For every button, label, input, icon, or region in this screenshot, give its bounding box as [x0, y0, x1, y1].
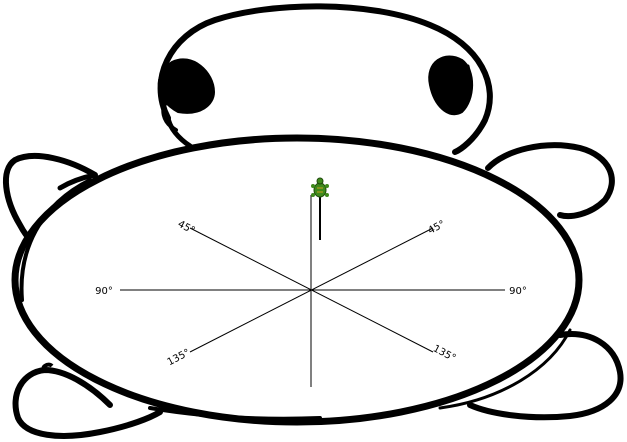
- left-eye: [157, 58, 216, 114]
- angle-label-right: 90°: [509, 286, 527, 297]
- right-back-flipper: [467, 331, 624, 421]
- right-front-flipper: [485, 142, 615, 220]
- turtle-shell: [11, 134, 583, 426]
- right-eye: [428, 55, 474, 115]
- protractor-lines: [120, 195, 505, 387]
- turtle-icon[interactable]: [311, 177, 329, 198]
- diagonal-line-135: [189, 227, 434, 353]
- turtle-head: [157, 3, 493, 155]
- left-back-flipper: [12, 366, 163, 439]
- angle-label-left: 90°: [95, 286, 113, 297]
